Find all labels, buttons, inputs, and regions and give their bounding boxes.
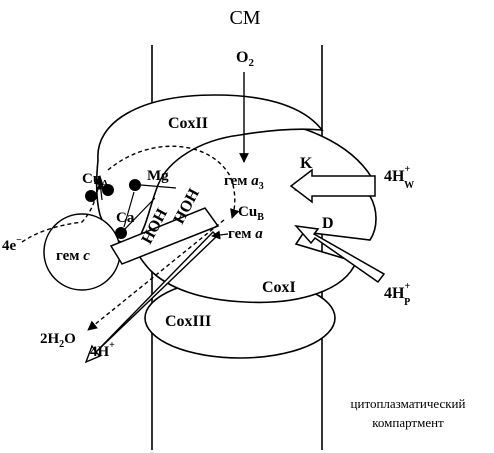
ca-mg-bond (123, 191, 135, 228)
heme-a-label: гем a (228, 226, 263, 242)
heme-a-arrow (211, 230, 229, 240)
cuB-label: CuB (238, 204, 264, 223)
ca-label: Ca (116, 210, 135, 226)
d-channel-label: D (322, 215, 334, 232)
water-channel (109, 207, 220, 265)
electron-label: 4e− (2, 235, 22, 254)
heme-c-label: гем c (56, 248, 90, 264)
heme-a3-label: гем a3 (224, 173, 264, 192)
k-channel-arrow (289, 168, 376, 204)
d-channel-arrow (294, 224, 386, 284)
electron-path (21, 175, 104, 243)
cuA-label: CuA (82, 171, 109, 190)
compartment-label-line2: компартмент (372, 415, 444, 430)
coxIII-label: CoxIII (165, 313, 211, 330)
coxI-label: CoxI (262, 279, 296, 296)
water-label: 2H2O (40, 331, 76, 350)
cuA-atom-1 (85, 190, 97, 202)
proton-exit-arrow (84, 231, 219, 364)
mg-label: Mg (147, 168, 169, 184)
proton-out-label: 4H+ (90, 340, 115, 360)
cuA-arrow (96, 181, 106, 201)
h-p-label: 4H+P (384, 281, 410, 308)
mg-atom (129, 179, 141, 191)
k-channel-label: K (300, 155, 313, 172)
electron-path-to-cub (107, 145, 240, 219)
coxII-label: CoxII (168, 115, 208, 132)
compartment-label-line1: цитоплазматический (351, 396, 466, 411)
mg-bond (140, 184, 177, 189)
o2-label: O2 (236, 49, 254, 69)
water-exit-arrow (87, 219, 225, 331)
ca-bond-2 (123, 197, 156, 231)
cm-label: СМ (229, 7, 260, 29)
h-w-label: 4H+W (384, 164, 414, 191)
